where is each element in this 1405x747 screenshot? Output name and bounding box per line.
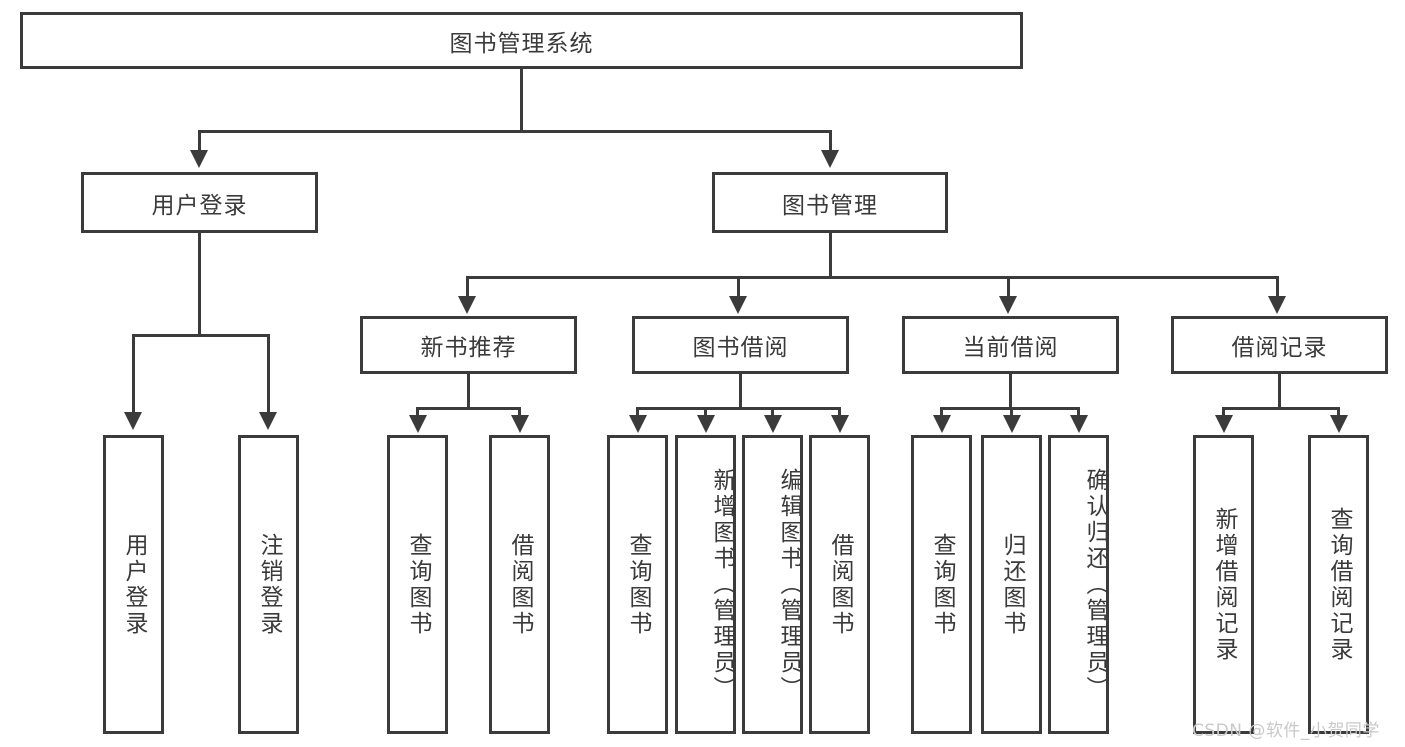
leaf-edit-book-admin[interactable]: 编辑图书（管理员） bbox=[742, 435, 803, 734]
leaf-add-borrow-record[interactable]: 新增借阅记录 bbox=[1193, 435, 1254, 734]
arrowhead-new-book-leaf-2 bbox=[511, 415, 529, 433]
arrowhead-current-borrow-leaf-3 bbox=[1070, 415, 1088, 433]
connector-bm-to-book-borrow bbox=[737, 276, 740, 302]
connector-user-login-to-leaf-1 bbox=[132, 334, 135, 418]
leaf-return-book[interactable]: 归还图书 bbox=[981, 435, 1042, 734]
connector-borrow-record-bus bbox=[1222, 407, 1340, 410]
leaf-borrow-book[interactable]: 借阅图书 bbox=[809, 435, 870, 734]
connector-current-borrow-to-leaf-2 bbox=[1010, 407, 1013, 421]
node-label: 查询图书 bbox=[929, 532, 955, 637]
connector-bm-to-new-book bbox=[466, 276, 469, 302]
node-label: 编辑图书（管理员） bbox=[776, 467, 802, 702]
node-label: 用户登录 bbox=[121, 532, 147, 637]
node-label: 确认归还（管理员） bbox=[1082, 467, 1108, 702]
arrowhead-to-leaf-user-login bbox=[124, 412, 142, 430]
node-label: 查询图书 bbox=[405, 532, 431, 637]
node-label: 图书管理 bbox=[782, 192, 878, 219]
leaf-borrow-book-recommend[interactable]: 借阅图书 bbox=[489, 435, 550, 734]
connector-book-borrow-stem bbox=[739, 374, 742, 410]
connector-book-borrow-to-leaf-4 bbox=[838, 407, 841, 421]
arrowhead-to-current-borrow bbox=[999, 296, 1017, 314]
connector-new-book-to-leaf-1 bbox=[416, 407, 419, 421]
arrowhead-book-borrow-leaf-2 bbox=[697, 415, 715, 433]
arrowhead-to-user-login bbox=[190, 150, 208, 168]
node-label: 图书借阅 bbox=[692, 335, 789, 361]
connector-book-borrow-to-leaf-2 bbox=[704, 407, 707, 421]
node-label: 用户登录 bbox=[151, 192, 248, 219]
connector-book-borrow-to-leaf-3 bbox=[771, 407, 774, 421]
node-label: 新书推荐 bbox=[420, 335, 517, 361]
connector-user-login-bus bbox=[132, 334, 270, 337]
arrowhead-current-borrow-leaf-2 bbox=[1003, 415, 1021, 433]
leaf-query-book-current[interactable]: 查询图书 bbox=[911, 435, 972, 734]
connector-new-book-bus bbox=[416, 407, 521, 410]
connector-book-management-bus bbox=[466, 276, 1279, 279]
node-label: 归还图书 bbox=[999, 532, 1025, 637]
connector-new-book-to-leaf-2 bbox=[518, 407, 521, 421]
connector-borrow-record-to-leaf-2 bbox=[1337, 407, 1340, 421]
arrowhead-current-borrow-leaf-1 bbox=[933, 415, 951, 433]
connector-current-borrow-stem bbox=[1009, 374, 1012, 410]
arrowhead-to-new-book-recommend bbox=[458, 296, 476, 314]
arrowhead-book-borrow-leaf-1 bbox=[629, 415, 647, 433]
node-label: 借阅图书 bbox=[827, 532, 853, 637]
connector-new-book-stem bbox=[467, 374, 470, 410]
connector-borrow-record-stem bbox=[1278, 374, 1281, 410]
connector-borrow-record-to-leaf-1 bbox=[1222, 407, 1225, 421]
node-label: 查询图书 bbox=[625, 532, 651, 637]
node-label: 借阅图书 bbox=[507, 532, 533, 637]
leaf-query-book-borrow[interactable]: 查询图书 bbox=[607, 435, 668, 734]
node-label: 借阅记录 bbox=[1231, 335, 1328, 361]
connector-book-borrow-to-leaf-1 bbox=[636, 407, 639, 421]
node-root-book-management-system[interactable]: 图书管理系统 bbox=[20, 12, 1023, 69]
node-current-borrow[interactable]: 当前借阅 bbox=[902, 316, 1119, 374]
node-label: 新增图书（管理员） bbox=[709, 467, 735, 702]
node-label: 当前借阅 bbox=[962, 335, 1059, 361]
connector-root-to-book-management bbox=[829, 130, 832, 156]
arrowhead-to-borrow-record bbox=[1268, 296, 1286, 314]
connector-user-login-stem bbox=[198, 233, 201, 337]
node-label: 图书管理系统 bbox=[449, 30, 594, 57]
leaf-confirm-return-admin[interactable]: 确认归还（管理员） bbox=[1048, 435, 1109, 734]
arrowhead-borrow-record-leaf-2 bbox=[1330, 415, 1348, 433]
connector-root-to-user-login bbox=[198, 130, 201, 156]
connector-current-borrow-to-leaf-3 bbox=[1077, 407, 1080, 421]
node-book-management[interactable]: 图书管理 bbox=[712, 172, 948, 233]
arrowhead-borrow-record-leaf-1 bbox=[1215, 415, 1233, 433]
leaf-add-book-admin[interactable]: 新增图书（管理员） bbox=[675, 435, 736, 734]
node-label: 新增借阅记录 bbox=[1211, 506, 1237, 663]
leaf-user-login[interactable]: 用户登录 bbox=[103, 435, 164, 734]
connector-bm-to-borrow-record bbox=[1276, 276, 1279, 302]
arrowhead-to-leaf-logout bbox=[259, 412, 277, 430]
node-label: 注销登录 bbox=[256, 532, 282, 637]
arrowhead-book-borrow-leaf-3 bbox=[764, 415, 782, 433]
arrowhead-book-borrow-leaf-4 bbox=[831, 415, 849, 433]
node-user-login[interactable]: 用户登录 bbox=[81, 172, 318, 233]
node-book-borrow[interactable]: 图书借阅 bbox=[632, 316, 849, 374]
csdn-watermark: CSDN @软件_小贺同学 bbox=[1192, 721, 1380, 741]
connector-book-management-stem bbox=[829, 233, 832, 278]
node-label: 查询借阅记录 bbox=[1326, 506, 1352, 663]
connector-current-borrow-to-leaf-1 bbox=[940, 407, 943, 421]
connector-user-login-to-leaf-2 bbox=[267, 334, 270, 418]
leaf-query-borrow-record[interactable]: 查询借阅记录 bbox=[1308, 435, 1369, 734]
connector-root-stem bbox=[520, 69, 523, 132]
connector-bm-to-current-borrow bbox=[1007, 276, 1010, 302]
connector-book-borrow-bus bbox=[636, 407, 841, 410]
arrowhead-new-book-leaf-1 bbox=[409, 415, 427, 433]
arrowhead-to-book-management bbox=[821, 150, 839, 168]
arrowhead-to-book-borrow bbox=[729, 296, 747, 314]
leaf-query-book-recommend[interactable]: 查询图书 bbox=[387, 435, 448, 734]
node-borrow-record[interactable]: 借阅记录 bbox=[1171, 316, 1388, 374]
node-new-book-recommend[interactable]: 新书推荐 bbox=[360, 316, 577, 374]
connector-root-bus bbox=[198, 130, 832, 133]
leaf-logout[interactable]: 注销登录 bbox=[238, 435, 299, 734]
